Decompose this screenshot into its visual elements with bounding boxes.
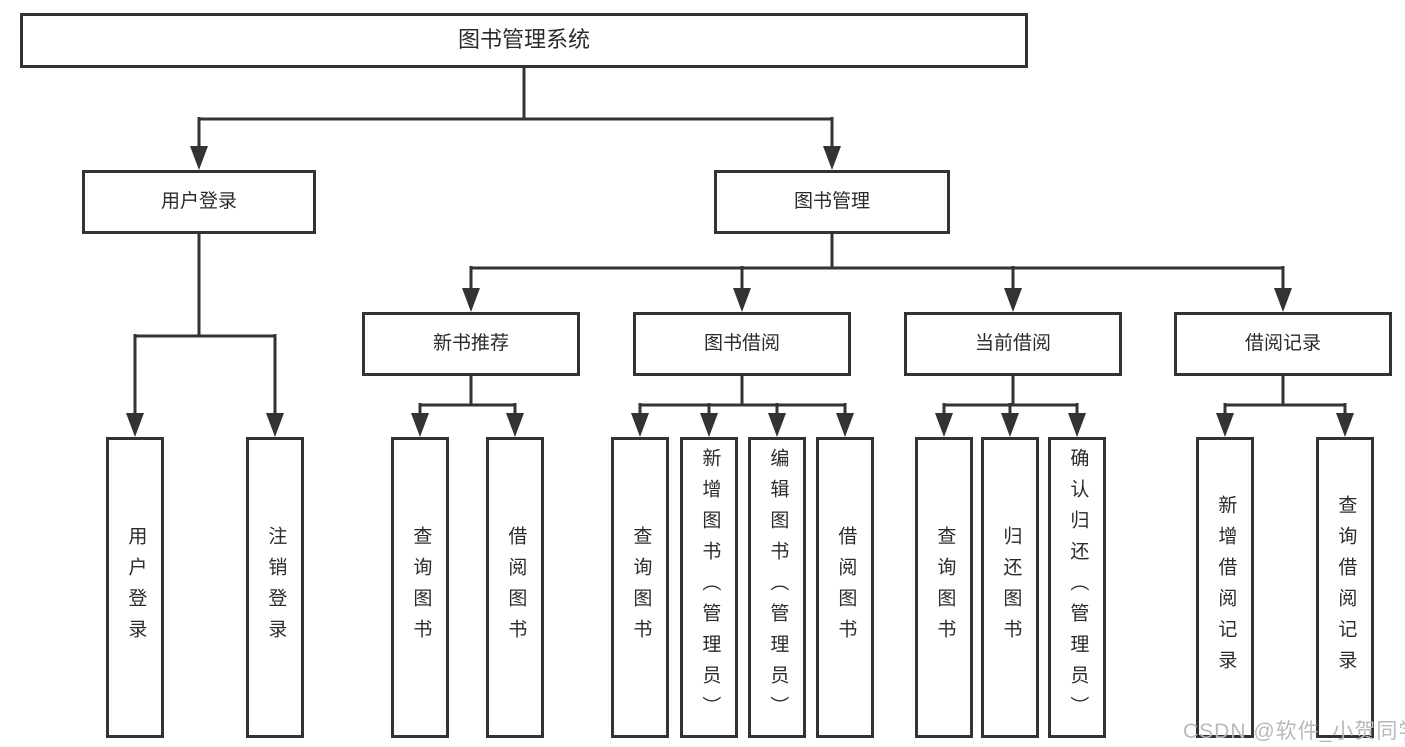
leaf-user-login: 用户登录 <box>106 437 164 738</box>
node-current-borrow: 当前借阅 <box>904 312 1122 376</box>
leaf-logout-login-label: 注销登录 <box>265 525 287 650</box>
node-borrow-record: 借阅记录 <box>1174 312 1392 376</box>
leaf-borrow-query: 查询图书 <box>611 437 669 738</box>
leaf-newbook-borrow-label: 借阅图书 <box>505 525 527 650</box>
node-library-system-label: 图书管理系统 <box>457 27 590 53</box>
node-book-borrow: 图书借阅 <box>633 312 851 376</box>
leaf-newbook-query-label: 查询图书 <box>410 525 432 650</box>
leaf-record-query-label: 查询借阅记录 <box>1335 494 1357 681</box>
node-new-book-recommend-label: 新书推荐 <box>432 332 509 354</box>
leaf-borrow-query-label: 查询图书 <box>630 525 652 650</box>
node-borrow-record-label: 借阅记录 <box>1244 332 1321 354</box>
leaf-logout-login: 注销登录 <box>246 437 304 738</box>
node-book-management: 图书管理 <box>714 170 950 234</box>
leaf-borrow-edit-admin: 编辑图书（管理员） <box>748 437 806 738</box>
leaf-current-query: 查询图书 <box>915 437 973 738</box>
leaf-newbook-query: 查询图书 <box>391 437 449 738</box>
node-current-borrow-label: 当前借阅 <box>974 332 1051 354</box>
leaf-borrow-borrow: 借阅图书 <box>816 437 874 738</box>
leaf-borrow-borrow-label: 借阅图书 <box>835 525 857 650</box>
leaf-current-confirm-admin: 确认归还（管理员） <box>1048 437 1106 738</box>
leaf-current-confirm-admin-label: 确认归还（管理员） <box>1067 448 1089 727</box>
node-user-login-label: 用户登录 <box>160 190 237 212</box>
leaf-newbook-borrow: 借阅图书 <box>486 437 544 738</box>
node-user-login: 用户登录 <box>82 170 316 234</box>
node-new-book-recommend: 新书推荐 <box>362 312 580 376</box>
watermark-text: CSDN @软件_小贺同学 <box>1183 720 1405 743</box>
leaf-borrow-add-admin-label: 新增图书（管理员） <box>699 448 721 727</box>
leaf-borrow-edit-admin-label: 编辑图书（管理员） <box>767 448 789 727</box>
node-book-management-label: 图书管理 <box>793 190 870 212</box>
leaf-record-add-label: 新增借阅记录 <box>1215 494 1237 681</box>
leaf-current-return: 归还图书 <box>981 437 1039 738</box>
leaf-current-return-label: 归还图书 <box>1000 525 1022 650</box>
leaf-record-add: 新增借阅记录 <box>1196 437 1254 738</box>
node-library-system: 图书管理系统 <box>20 13 1028 68</box>
leaf-record-query: 查询借阅记录 <box>1316 437 1374 738</box>
leaf-current-query-label: 查询图书 <box>934 525 956 650</box>
leaf-borrow-add-admin: 新增图书（管理员） <box>680 437 738 738</box>
node-book-borrow-label: 图书借阅 <box>703 332 780 354</box>
leaf-user-login-label: 用户登录 <box>125 525 147 650</box>
